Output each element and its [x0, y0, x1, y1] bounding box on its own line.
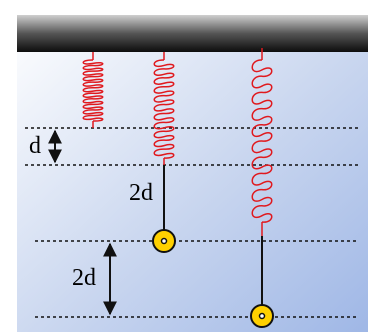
hanging-mass-1 — [152, 229, 176, 253]
label-drop-2d: 2d — [72, 265, 96, 291]
spring-stretched-d — [153, 52, 175, 165]
ceiling-bar — [17, 15, 368, 52]
label-string-2d: 2d — [129, 180, 153, 206]
label-d: d — [29, 133, 41, 159]
spring-stretched-long — [251, 48, 273, 236]
spring-unstretched — [82, 52, 104, 128]
background-panel — [17, 15, 368, 332]
hanging-mass-2 — [250, 304, 274, 328]
